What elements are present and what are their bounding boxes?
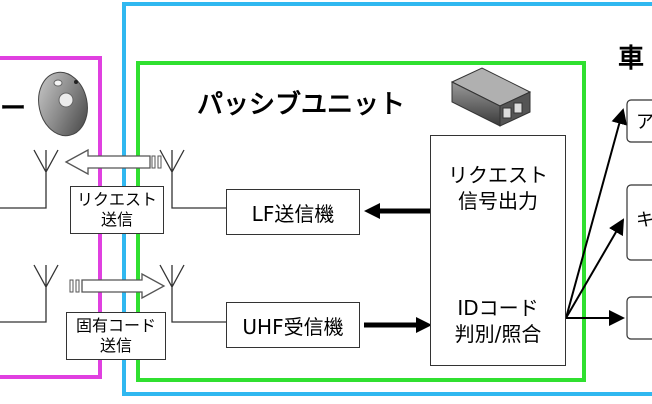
vehicle-device-b-label: キ — [636, 210, 652, 231]
wireless-arrow-unique-code — [69, 272, 166, 300]
lf-transmitter-box: LF送信機 — [226, 189, 360, 235]
vehicle-device-box-c — [626, 296, 652, 340]
controller-box: リクエスト 信号出力 IDコード 判別/照合 — [430, 135, 566, 366]
vehicle-device-box-b — [626, 184, 652, 261]
uhf-receiver-label: UHF受信機 — [242, 314, 344, 339]
antenna-icon — [159, 149, 226, 323]
output-arrows — [565, 108, 628, 326]
passive-unit-image — [450, 67, 532, 127]
request-send-line1: リクエスト — [76, 190, 157, 209]
vehicle-device-box-a — [626, 99, 652, 143]
lf-transmitter-label: LF送信機 — [251, 201, 335, 226]
request-send-line2: 送信 — [100, 210, 133, 229]
unique-code-send-line1: 固有コード — [75, 316, 156, 335]
request-output-line1: リクエスト — [448, 163, 548, 187]
request-output-text: リクエスト 信号出力 — [448, 162, 548, 214]
id-code-line1: IDコード — [457, 296, 539, 320]
wireless-arrow-request — [64, 148, 162, 176]
unique-code-send-line2: 送信 — [99, 336, 132, 355]
passive-unit-title: パッシブユニット — [197, 90, 406, 120]
vehicle-device-a-label: ア — [636, 112, 652, 133]
fob-title: ー — [0, 94, 27, 124]
request-send-box: リクエスト 送信 — [70, 186, 164, 234]
arrow-uhf-to-id-head — [416, 317, 432, 333]
arrow-request-to-lf-head — [364, 203, 380, 219]
antenna-icon — [0, 149, 59, 323]
unique-code-send-box: 固有コード 送信 — [66, 312, 166, 360]
vehicle-title: 車 — [618, 44, 645, 74]
key-fob-image — [38, 71, 88, 137]
id-code-text: IDコード 判別/照合 — [455, 295, 542, 347]
passive-unit-border — [136, 61, 586, 382]
id-code-line2: 判別/照合 — [454, 322, 542, 346]
request-output-line2: 信号出力 — [458, 189, 538, 213]
uhf-receiver-box: UHF受信機 — [226, 302, 360, 348]
